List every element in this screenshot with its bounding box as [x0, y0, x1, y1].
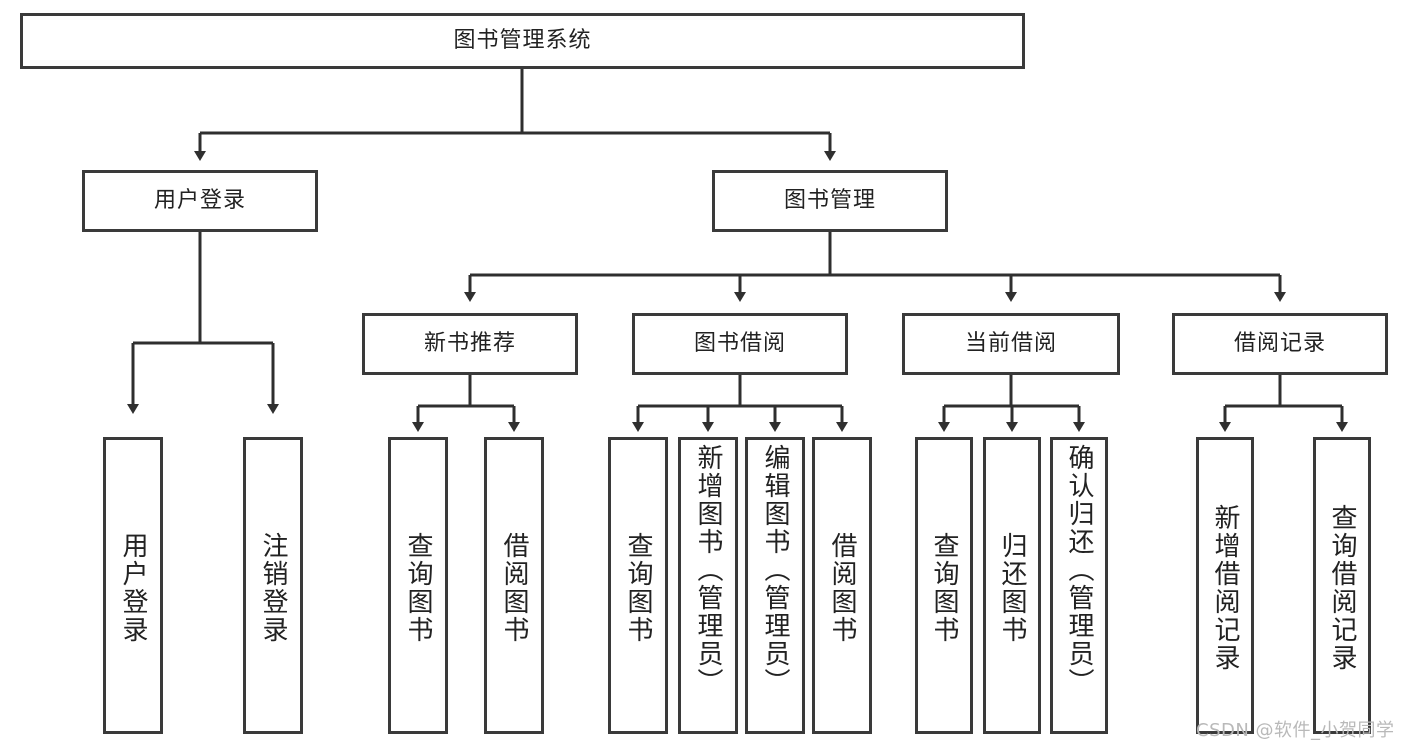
node-leaf-borrow-book-rec[interactable]: 借阅图书 — [484, 437, 544, 734]
node-leaf-query-borrow-record-label: 查询借阅记录 — [1327, 503, 1357, 672]
node-leaf-return-book-label: 归还图书 — [997, 531, 1027, 644]
edge-borrow-record-to-leaves — [1219, 375, 1348, 432]
node-leaf-query-book-borrow[interactable]: 查询图书 — [608, 437, 668, 734]
node-leaf-confirm-return-admin[interactable]: 确认归还（管理员） — [1050, 437, 1108, 734]
edge-book-manage-to-level3 — [464, 232, 1286, 302]
node-leaf-query-book-current[interactable]: 查询图书 — [915, 437, 973, 734]
node-leaf-user-logout[interactable]: 注销登录 — [243, 437, 303, 734]
edge-book-borrow-to-leaves — [632, 375, 848, 432]
node-leaf-borrow-book-label: 借阅图书 — [827, 531, 857, 644]
node-book-manage[interactable]: 图书管理 — [712, 170, 948, 232]
node-current-borrow-label: 当前借阅 — [964, 331, 1057, 357]
node-leaf-query-book-rec[interactable]: 查询图书 — [388, 437, 448, 734]
node-leaf-add-borrow-record[interactable]: 新增借阅记录 — [1196, 437, 1254, 734]
csdn-watermark: CSDN @软件_小贺同学 — [1196, 720, 1395, 741]
node-leaf-add-book-admin-label: 新增图书（管理员） — [693, 444, 723, 696]
node-borrow-record[interactable]: 借阅记录 — [1172, 313, 1388, 375]
edge-root-to-level2 — [194, 69, 836, 161]
node-leaf-user-login-label: 用户登录 — [118, 531, 148, 644]
node-root-label: 图书管理系统 — [453, 28, 592, 54]
node-leaf-add-book-admin[interactable]: 新增图书（管理员） — [678, 437, 738, 734]
node-leaf-edit-book-admin[interactable]: 编辑图书（管理员） — [745, 437, 805, 734]
node-leaf-query-book-rec-label: 查询图书 — [403, 531, 433, 644]
node-current-borrow[interactable]: 当前借阅 — [902, 313, 1120, 375]
node-new-book-recommend-label: 新书推荐 — [423, 331, 516, 357]
node-new-book-recommend[interactable]: 新书推荐 — [362, 313, 578, 375]
node-leaf-add-borrow-record-label: 新增借阅记录 — [1210, 503, 1240, 672]
node-book-manage-label: 图书管理 — [783, 188, 876, 214]
node-leaf-query-book-current-label: 查询图书 — [929, 531, 959, 644]
node-leaf-edit-book-admin-label: 编辑图书（管理员） — [760, 444, 790, 696]
edge-current-borrow-to-leaves — [938, 375, 1085, 432]
node-book-borrow-label: 图书借阅 — [693, 331, 786, 357]
node-user-login-label: 用户登录 — [153, 188, 246, 214]
node-book-borrow[interactable]: 图书借阅 — [632, 313, 848, 375]
node-borrow-record-label: 借阅记录 — [1233, 331, 1326, 357]
node-root[interactable]: 图书管理系统 — [20, 13, 1025, 69]
node-leaf-user-logout-label: 注销登录 — [258, 531, 288, 644]
node-leaf-borrow-book[interactable]: 借阅图书 — [812, 437, 872, 734]
node-leaf-user-login[interactable]: 用户登录 — [103, 437, 163, 734]
node-leaf-return-book[interactable]: 归还图书 — [983, 437, 1041, 734]
node-leaf-confirm-return-admin-label: 确认归还（管理员） — [1064, 444, 1094, 696]
edge-user-login-to-leaves — [127, 232, 279, 414]
edge-new-book-recommend-to-leaves — [412, 375, 520, 432]
node-leaf-borrow-book-rec-label: 借阅图书 — [499, 531, 529, 644]
node-user-login[interactable]: 用户登录 — [82, 170, 318, 232]
node-leaf-query-borrow-record[interactable]: 查询借阅记录 — [1313, 437, 1371, 734]
node-leaf-query-book-borrow-label: 查询图书 — [623, 531, 653, 644]
